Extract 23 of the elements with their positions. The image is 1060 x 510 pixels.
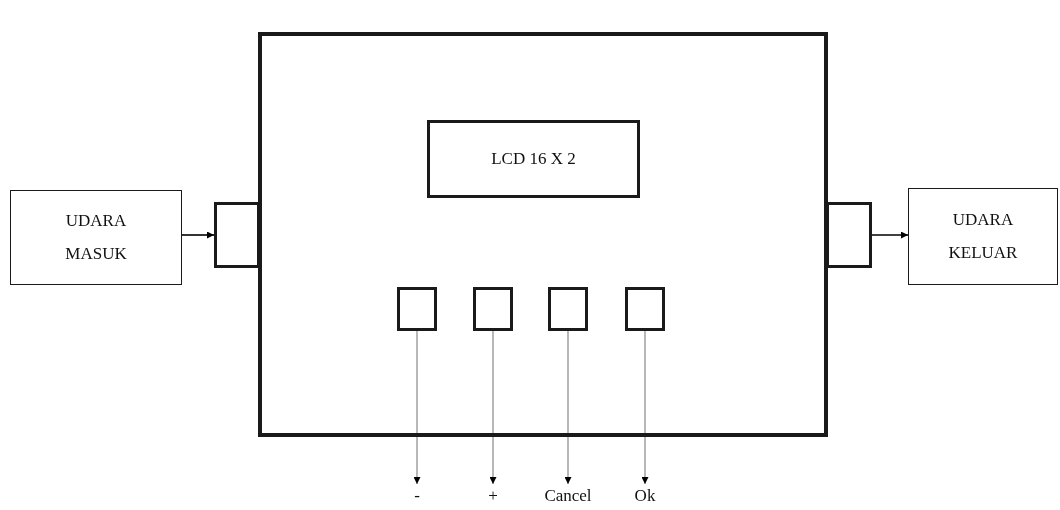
outlet-port <box>826 202 872 268</box>
arrow <box>871 231 909 239</box>
box-label: UDARA KELUAR <box>947 209 1019 264</box>
box-label: UDARA MASUK <box>64 210 128 265</box>
box-label: LCD 16 X 2 <box>491 147 576 170</box>
button-label: + <box>488 484 498 507</box>
arrow <box>641 330 649 485</box>
arrow <box>489 330 497 485</box>
inlet-label-box <box>10 190 182 285</box>
push-button <box>397 287 437 331</box>
arrow <box>181 231 215 239</box>
push-button <box>548 287 588 331</box>
inlet-port <box>214 202 260 268</box>
device-housing <box>258 32 828 437</box>
push-button <box>473 287 513 331</box>
button-label: Ok <box>634 484 656 507</box>
outlet-label-box <box>908 188 1058 285</box>
arrow <box>413 330 421 485</box>
button-label: Cancel <box>544 484 592 507</box>
push-button <box>625 287 665 331</box>
arrow <box>564 330 572 485</box>
button-label: - <box>414 484 420 507</box>
lcd-display-box <box>427 120 640 198</box>
